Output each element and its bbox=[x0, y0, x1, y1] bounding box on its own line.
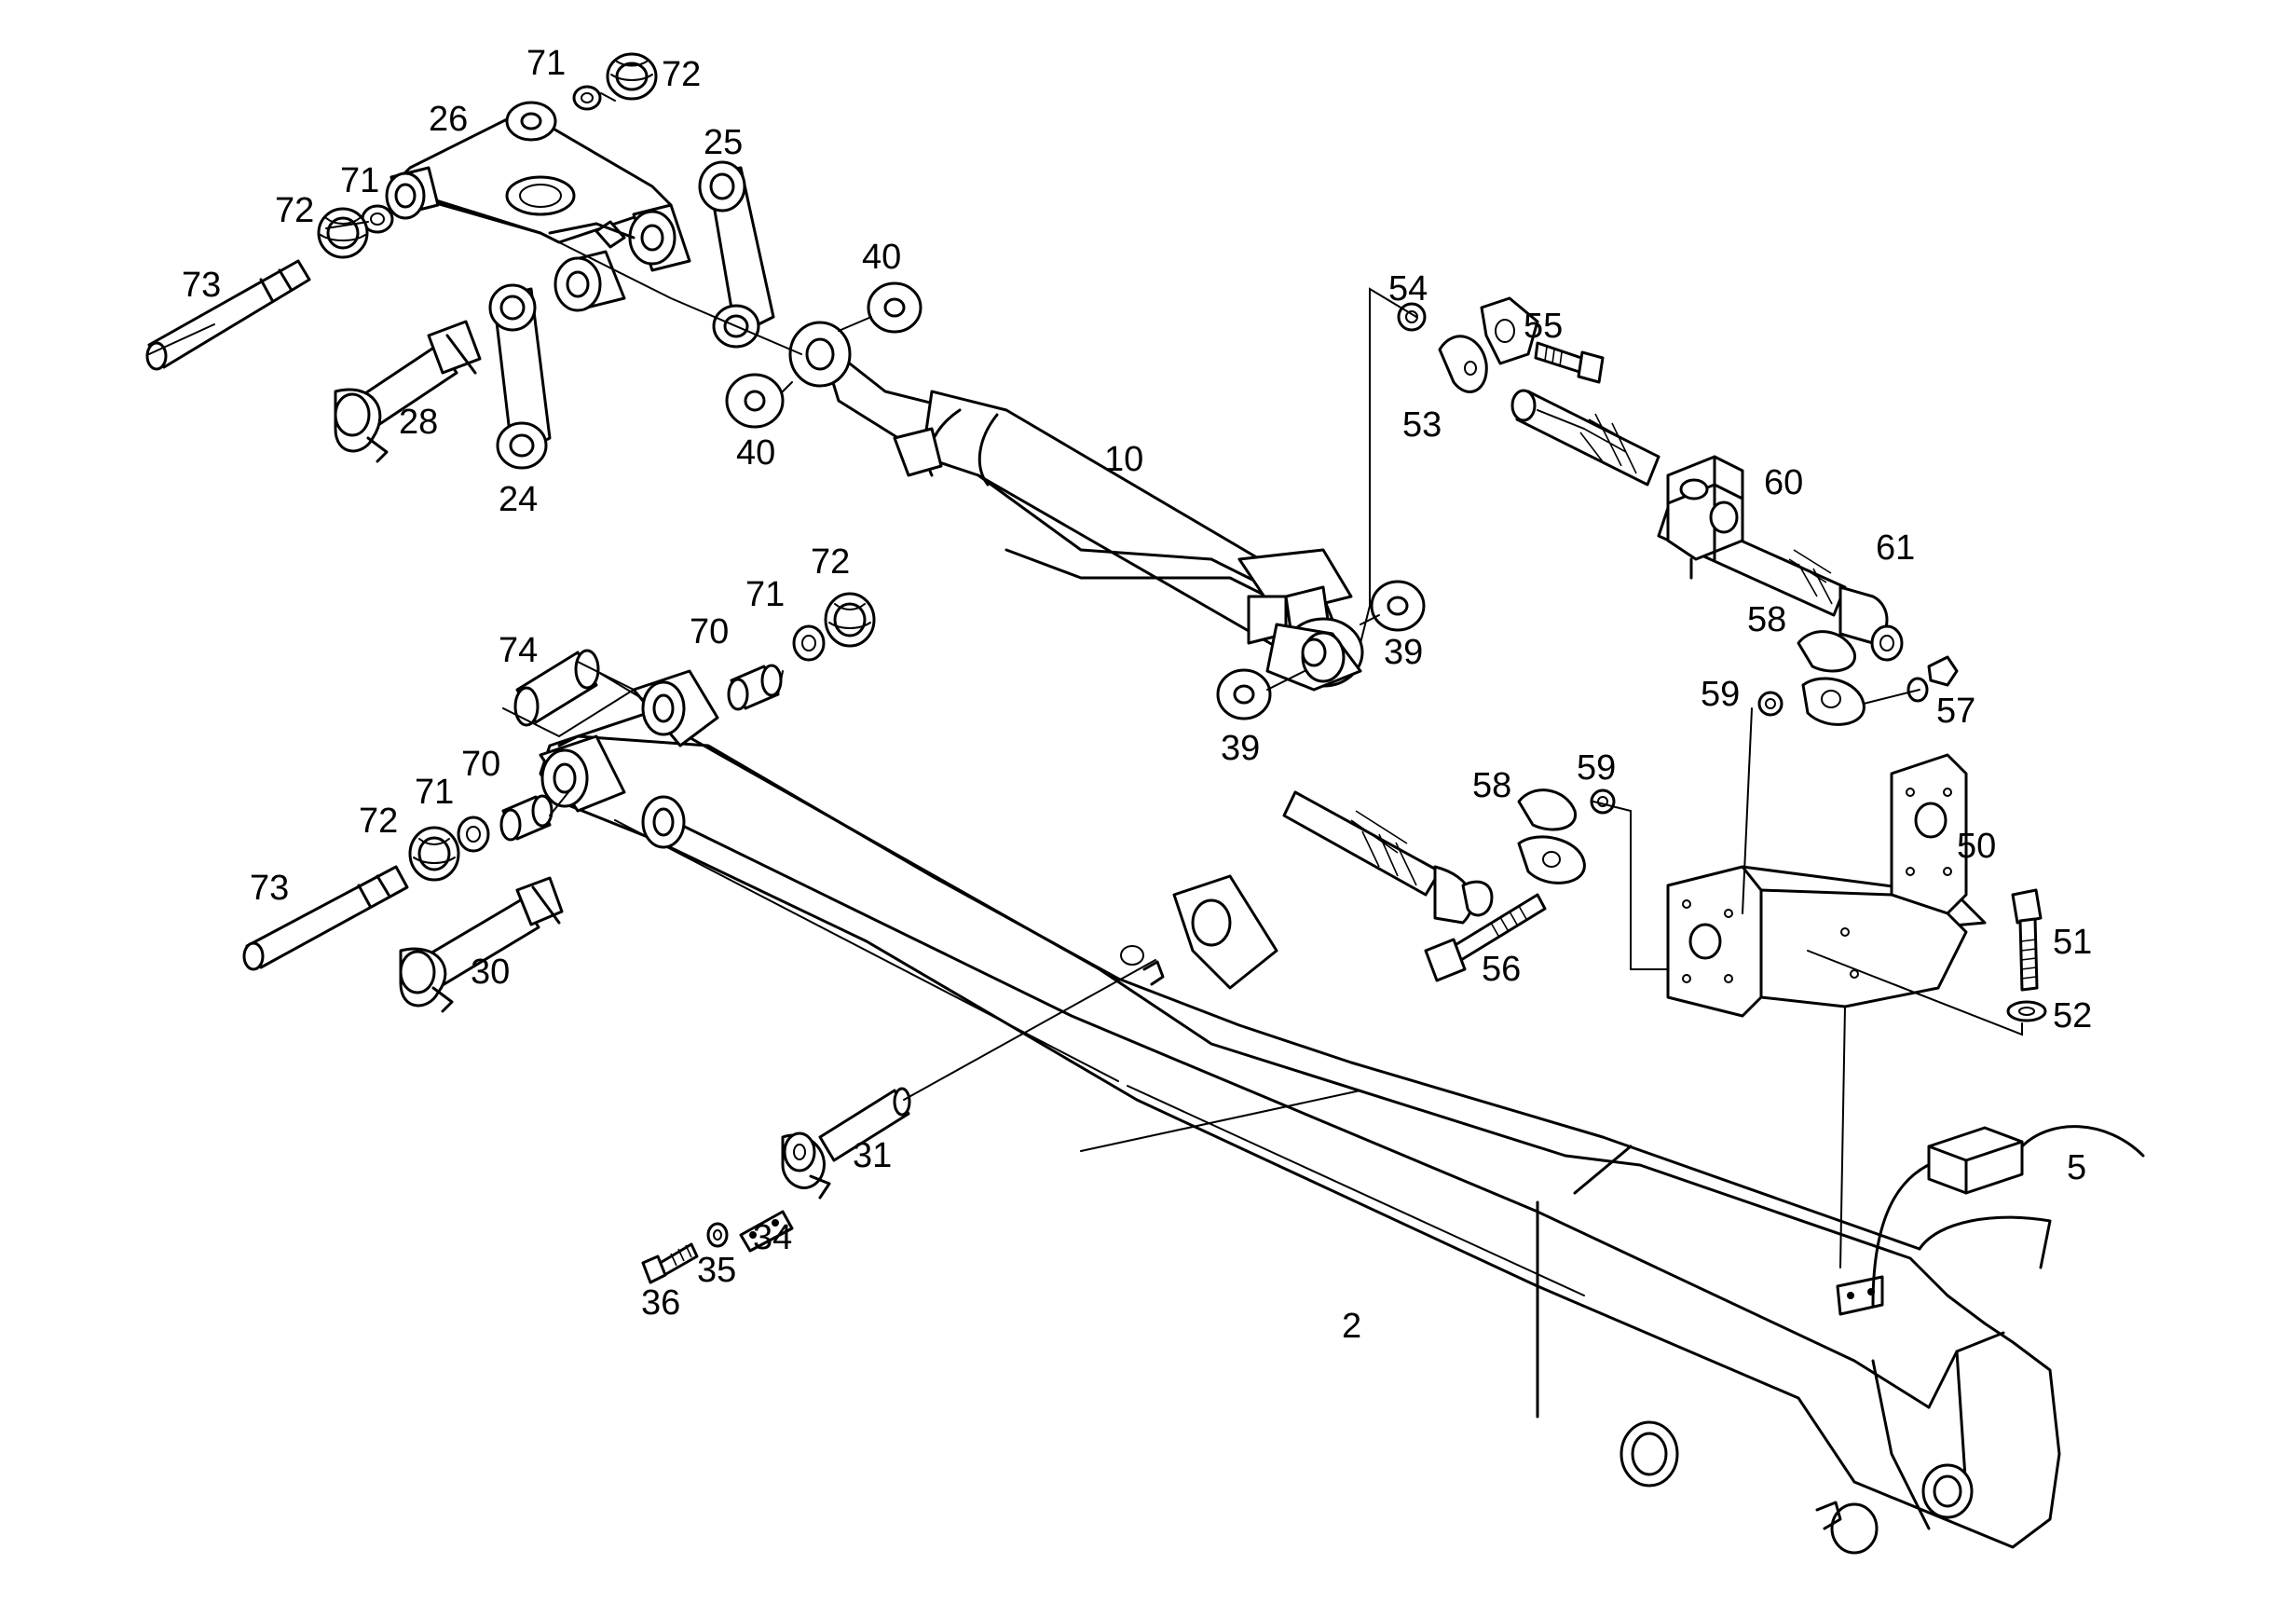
seal-72-top bbox=[606, 52, 658, 101]
bush-70-lower bbox=[499, 794, 554, 842]
washer-35 bbox=[706, 1222, 729, 1248]
callout-70: 70 bbox=[690, 612, 729, 651]
sensor-5 bbox=[1927, 1125, 2145, 1195]
pin-30 bbox=[399, 876, 564, 1013]
callout-59: 59 bbox=[1701, 675, 1740, 714]
callout-5: 5 bbox=[2067, 1148, 2086, 1187]
pin-73-upper bbox=[145, 259, 311, 371]
bellcrank-26 bbox=[385, 101, 691, 312]
callout-31: 31 bbox=[853, 1136, 892, 1175]
callout-72: 72 bbox=[275, 191, 314, 230]
pin-28 bbox=[334, 320, 482, 463]
callout-73: 73 bbox=[182, 266, 221, 305]
bush-74 bbox=[502, 649, 636, 738]
clamp-58-upper bbox=[1797, 630, 1866, 726]
nut-57 bbox=[1906, 655, 1959, 703]
callout-54: 54 bbox=[1388, 269, 1428, 309]
boom-arm bbox=[539, 706, 2061, 1549]
boom-small-hole bbox=[1120, 945, 1144, 966]
ring-71-lower bbox=[457, 816, 490, 853]
bracket-50 bbox=[1666, 753, 1987, 1018]
callout-52: 52 bbox=[2053, 996, 2092, 1035]
ring-71-top bbox=[572, 85, 602, 111]
callout-39: 39 bbox=[1384, 633, 1423, 672]
plate-34 bbox=[739, 1210, 794, 1253]
ring-59-upper bbox=[1757, 691, 1784, 717]
callout-59: 59 bbox=[1577, 748, 1616, 788]
callout-40: 40 bbox=[736, 433, 775, 473]
bush-70-upper bbox=[727, 664, 783, 711]
callouts: 71 72 26 25 71 72 73 28 24 40 40 10 54 5… bbox=[182, 44, 2092, 1346]
callout-71: 71 bbox=[415, 773, 454, 812]
callout-71: 71 bbox=[340, 161, 379, 200]
link-24 bbox=[488, 283, 552, 470]
callout-56: 56 bbox=[1482, 950, 1521, 989]
boom-end-hole bbox=[1830, 1502, 1879, 1555]
keeper-clip bbox=[1142, 960, 1165, 986]
callout-58: 58 bbox=[1472, 766, 1511, 805]
clamp-53 bbox=[1438, 296, 1539, 393]
hose-lower bbox=[1282, 790, 1494, 925]
callout-51: 51 bbox=[2053, 923, 2092, 962]
callout-50: 50 bbox=[1957, 827, 1996, 866]
cylinder-mount-on-boom bbox=[1172, 874, 1278, 990]
washer-52 bbox=[2006, 1000, 2047, 1022]
leader-lines bbox=[148, 92, 2023, 1268]
callout-35: 35 bbox=[697, 1251, 736, 1290]
callout-40: 40 bbox=[862, 238, 901, 277]
boom-lower-pivot bbox=[539, 734, 626, 813]
bolt-51 bbox=[2011, 888, 2043, 992]
seal-72-left bbox=[317, 207, 369, 259]
callout-71: 71 bbox=[526, 44, 566, 83]
callout-34: 34 bbox=[753, 1218, 792, 1257]
callout-72: 72 bbox=[811, 542, 850, 582]
cylinder-port-block bbox=[893, 427, 943, 477]
callout-70: 70 bbox=[461, 745, 500, 784]
pin-31 bbox=[781, 1087, 911, 1200]
boom-end-clip bbox=[1815, 1501, 1842, 1530]
callout-72: 72 bbox=[662, 55, 701, 94]
ring-59-lower bbox=[1590, 788, 1616, 815]
callout-61: 61 bbox=[1876, 528, 1915, 568]
pin-73-lower bbox=[242, 865, 409, 971]
callout-73: 73 bbox=[250, 869, 289, 908]
link-25 bbox=[698, 160, 775, 349]
ring-71-mid bbox=[792, 624, 826, 662]
bolt-36 bbox=[641, 1242, 699, 1284]
callout-57: 57 bbox=[1936, 692, 1975, 731]
seal-72-mid bbox=[824, 592, 876, 648]
seal-72-lower bbox=[408, 826, 460, 882]
bolt-55 bbox=[1534, 341, 1605, 384]
mount-plate-on-boom bbox=[1836, 1275, 1884, 1316]
callout-30: 30 bbox=[471, 953, 510, 992]
callout-60: 60 bbox=[1764, 463, 1803, 502]
boom-upper-pivot bbox=[632, 669, 719, 747]
callout-74: 74 bbox=[499, 631, 538, 670]
callout-71: 71 bbox=[745, 575, 785, 614]
callout-36: 36 bbox=[641, 1283, 680, 1323]
callout-53: 53 bbox=[1402, 405, 1442, 445]
clamp-60 bbox=[1666, 455, 1744, 580]
callout-72: 72 bbox=[359, 802, 398, 841]
callout-26: 26 bbox=[429, 100, 468, 139]
bolt-56 bbox=[1424, 893, 1547, 982]
callout-24: 24 bbox=[499, 480, 538, 519]
callout-10: 10 bbox=[1104, 440, 1143, 479]
clamp-58-lower bbox=[1517, 788, 1586, 884]
callout-39: 39 bbox=[1221, 729, 1260, 768]
callout-28: 28 bbox=[399, 403, 438, 442]
callout-58: 58 bbox=[1747, 600, 1786, 639]
callout-2: 2 bbox=[1342, 1307, 1361, 1346]
callout-25: 25 bbox=[704, 123, 743, 162]
hydraulic-cylinder bbox=[788, 321, 1364, 692]
callout-55: 55 bbox=[1524, 307, 1563, 346]
